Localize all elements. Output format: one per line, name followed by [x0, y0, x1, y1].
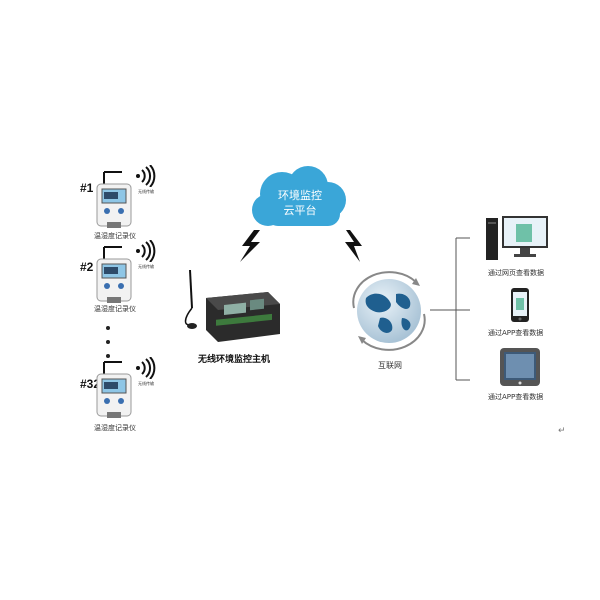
sensor-2: #2 无线传输 温湿度记录仪: [80, 240, 170, 320]
client-label-tablet: 通过APP查看数据: [488, 393, 544, 401]
smartphone-icon: [511, 288, 529, 322]
client-label-web: 通过网页查看数据: [488, 269, 544, 277]
sensor-number: #1: [80, 181, 94, 195]
monitoring-host-device-icon: [184, 269, 280, 342]
cloud-label: 环境监控 云平台: [250, 188, 350, 218]
lightning-icon-right: [345, 230, 362, 262]
signal-text: 无线传输: [138, 264, 154, 269]
tablet-icon: [500, 348, 540, 386]
return-mark: ↵: [558, 426, 566, 436]
sensor-device-icon: [96, 171, 132, 228]
sensor-label: 温湿度记录仪: [94, 232, 136, 240]
cloud-label-line2: 云平台: [283, 204, 317, 217]
cloud-platform-icon: [252, 166, 346, 226]
sensor-1: #1 无线传输 温湿度记录仪: [80, 165, 170, 245]
ellipsis-dots: [104, 326, 112, 362]
sensor-32: #32 无线传输 温湿度记录仪: [80, 355, 170, 435]
sensor-number: #2: [80, 260, 94, 274]
signal-text: 无线传输: [138, 189, 154, 194]
wireless-signal-icon: [136, 357, 156, 379]
sensor-device-icon: [96, 361, 132, 418]
lightning-icon-left: [240, 230, 260, 262]
internet-label: 互联网: [378, 361, 402, 370]
sensor-device-icon: [96, 246, 132, 303]
signal-text: 无线传输: [138, 381, 154, 386]
sensor-number: #32: [80, 377, 101, 391]
cloud-label-line1: 环境监控: [278, 189, 322, 202]
connector-lines: [430, 237, 470, 381]
wireless-signal-icon: [136, 165, 156, 187]
wireless-signal-icon: [136, 240, 156, 262]
globe-icon: [352, 271, 426, 351]
desktop-computer-icon: [486, 216, 548, 260]
sensor-label: 温湿度记录仪: [94, 305, 136, 313]
host-label: 无线环境监控主机: [198, 355, 271, 365]
client-label-phone: 通过APP查看数据: [488, 329, 544, 337]
sensor-label: 温湿度记录仪: [94, 424, 136, 432]
